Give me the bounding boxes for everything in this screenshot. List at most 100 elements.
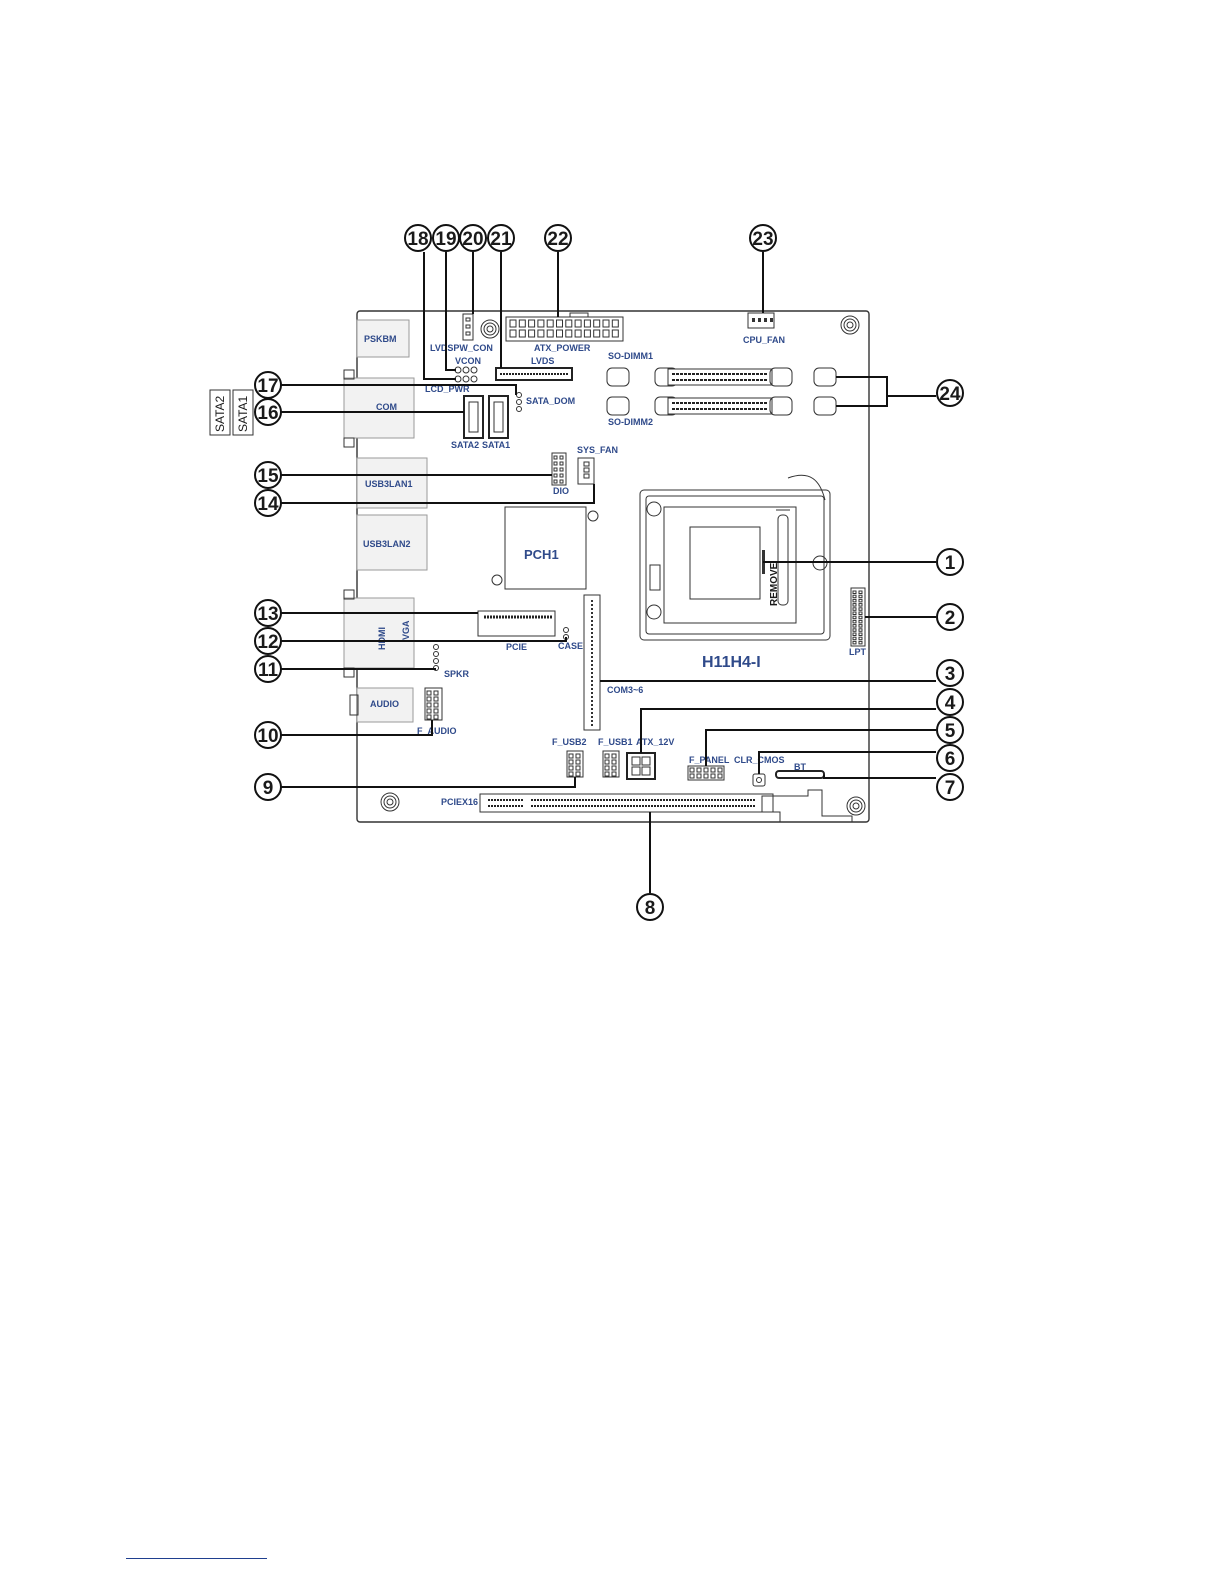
connector-pin bbox=[559, 461, 564, 466]
com3-6-header bbox=[583, 594, 601, 731]
so-dimm2-label: SO-DIMM2 bbox=[608, 417, 653, 427]
connector-pin bbox=[593, 319, 601, 328]
connector-pin bbox=[518, 319, 526, 328]
f-usb1-header bbox=[602, 750, 620, 778]
connector-pin bbox=[852, 615, 857, 620]
connector-pin bbox=[426, 708, 432, 714]
connector-pin bbox=[559, 467, 564, 472]
callout-20: 20 bbox=[459, 224, 487, 252]
connector-pin bbox=[568, 753, 574, 759]
connector-pin bbox=[689, 773, 695, 779]
callout-15: 15 bbox=[254, 461, 282, 489]
pcie-label: PCIE bbox=[506, 642, 527, 652]
callout-2: 2 bbox=[936, 603, 964, 631]
callout-16: 16 bbox=[254, 398, 282, 426]
callout-19: 19 bbox=[432, 224, 460, 252]
callout-7-number: 7 bbox=[945, 778, 956, 799]
remove-mark: REMOVE bbox=[769, 562, 780, 606]
connector-pin bbox=[858, 590, 863, 594]
connector-pin bbox=[604, 759, 610, 765]
callout-14: 14 bbox=[254, 489, 282, 517]
callout-6: 6 bbox=[936, 744, 964, 772]
connector-pin bbox=[553, 461, 558, 466]
connector-pin bbox=[858, 598, 863, 603]
connector-pin bbox=[575, 771, 581, 777]
mounting-hole bbox=[480, 319, 500, 339]
connector-pin bbox=[426, 690, 432, 696]
connector-pin bbox=[858, 594, 863, 599]
connector-pin bbox=[858, 636, 863, 641]
callout-11: 11 bbox=[254, 655, 282, 683]
connector-pin bbox=[433, 690, 439, 696]
atx-power-label: ATX_POWER bbox=[534, 343, 591, 353]
connector-pin bbox=[717, 773, 723, 779]
connector-pin bbox=[509, 319, 517, 328]
callout-17: 17 bbox=[254, 371, 282, 399]
dio-label: DIO bbox=[553, 486, 569, 496]
connector-pin bbox=[852, 611, 857, 615]
callout-24-number: 24 bbox=[939, 384, 961, 405]
connector-pin bbox=[858, 628, 863, 632]
board-model: H11H4-I bbox=[702, 654, 761, 671]
connector-pin bbox=[537, 319, 545, 328]
connector-pin bbox=[433, 696, 439, 702]
footnote-rule bbox=[126, 1558, 267, 1559]
f-usb2-label: F_USB2 bbox=[552, 737, 587, 747]
connector-pin bbox=[537, 329, 545, 338]
callout-12-number: 12 bbox=[257, 632, 278, 653]
vcon-jumper bbox=[454, 366, 478, 374]
callout-9-number: 9 bbox=[263, 778, 274, 799]
bt-label: BT bbox=[794, 762, 806, 772]
connector-pin bbox=[528, 329, 536, 338]
so-dimm2-slot bbox=[606, 396, 837, 416]
callout-24: 24 bbox=[936, 379, 964, 407]
audio-port bbox=[349, 687, 414, 723]
case-label: CASE bbox=[558, 641, 583, 651]
mounting-hole bbox=[840, 315, 860, 335]
callout-18-number: 18 bbox=[407, 229, 428, 250]
sata1-label: SATA1 bbox=[482, 440, 510, 450]
sys-fan-label: SYS_FAN bbox=[577, 445, 618, 455]
connector-pin bbox=[710, 773, 716, 779]
lvds-label: LVDS bbox=[531, 356, 554, 366]
pch1-label: PCH1 bbox=[524, 547, 559, 562]
connector-pin bbox=[604, 753, 610, 759]
cpu-fan-label: CPU_FAN bbox=[743, 335, 785, 345]
cpu-socket bbox=[639, 474, 831, 641]
connector-pin bbox=[717, 767, 723, 773]
leader-lines bbox=[281, 252, 936, 893]
connector-pin bbox=[852, 619, 857, 624]
connector-pin bbox=[553, 479, 558, 484]
callout-13-number: 13 bbox=[257, 604, 278, 625]
f-usb1-label: F_USB1 bbox=[598, 737, 633, 747]
connector-pin bbox=[568, 771, 574, 777]
connector-pin bbox=[710, 767, 716, 773]
connector-pin bbox=[518, 329, 526, 338]
connector-pin bbox=[426, 696, 432, 702]
atx-power-connector bbox=[505, 312, 624, 342]
connector-pin bbox=[426, 714, 432, 720]
connector-pin bbox=[689, 767, 695, 773]
callout-8-number: 8 bbox=[645, 898, 656, 919]
pskbm-label: PSKBM bbox=[364, 334, 397, 344]
connector-pin bbox=[858, 603, 863, 607]
pciex16-label: PCIEX16 bbox=[441, 797, 478, 807]
callout-10-number: 10 bbox=[257, 726, 278, 747]
audio-label: AUDIO bbox=[370, 699, 399, 709]
connector-pin bbox=[852, 632, 857, 636]
com-label: COM bbox=[376, 402, 397, 412]
connector-pin bbox=[858, 632, 863, 636]
lvdspw-con-label: LVDSPW_CON bbox=[430, 343, 493, 353]
com-port bbox=[343, 369, 415, 448]
connector-pin bbox=[568, 765, 574, 771]
connector-pin bbox=[565, 319, 573, 328]
connector-pin bbox=[611, 771, 617, 777]
f-panel-label: F_PANEL bbox=[689, 755, 730, 765]
connector-pin bbox=[574, 329, 582, 338]
lvdspw-con-connector bbox=[462, 313, 474, 341]
connector-pin bbox=[559, 473, 564, 478]
connector-pin bbox=[852, 624, 857, 628]
f-usb2-header bbox=[566, 750, 584, 778]
callout-20-number: 20 bbox=[462, 229, 483, 250]
